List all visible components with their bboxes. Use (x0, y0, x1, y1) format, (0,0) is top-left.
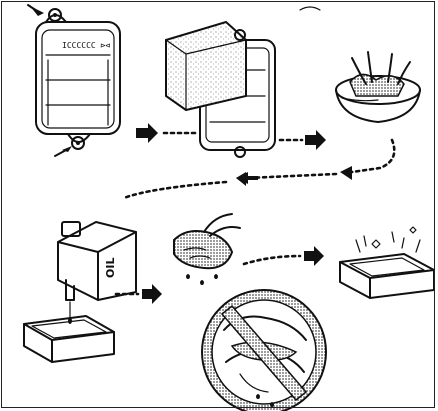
sponge-element-icon (166, 22, 275, 157)
flow-arrow-3 (124, 140, 394, 198)
flow-arrow-2 (280, 130, 326, 150)
squeeze-hand-icon (174, 214, 240, 285)
flow-arrow-1 (136, 123, 196, 143)
cover-marking-label: ICCCCCC ⊳⊲ (62, 41, 110, 50)
wash-bowl-icon (336, 52, 420, 122)
flow-arrow-4 (116, 284, 162, 304)
decorative-marks (300, 7, 320, 10)
oil-can-label: OIL (104, 258, 117, 278)
flow-arrow-5 (244, 246, 324, 266)
no-wringing-prohibited-icon (202, 290, 326, 411)
clean-element-icon (340, 227, 434, 298)
oil-can-icon: OIL (58, 222, 136, 324)
filter-cover-icon: ICCCCCC ⊳⊲ (28, 5, 120, 156)
